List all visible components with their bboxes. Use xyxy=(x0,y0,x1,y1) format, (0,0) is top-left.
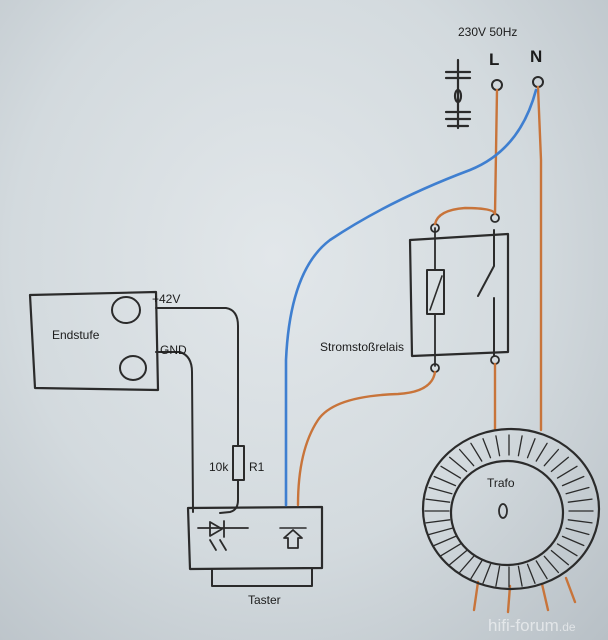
terminal-n-connector xyxy=(532,76,544,88)
amplifier-terminal-plus xyxy=(111,296,141,324)
transformer-winding-mark xyxy=(428,486,453,495)
transformer-winding-mark xyxy=(482,438,492,459)
amplifier-terminal-gnd xyxy=(119,355,147,381)
relay-label: Stromstoßrelais xyxy=(320,340,405,354)
transformer-winding-mark xyxy=(565,527,590,536)
transformer-winding-mark xyxy=(425,519,451,524)
transformer-winding-mark xyxy=(535,442,548,462)
watermark-suffix: .de xyxy=(558,620,576,634)
terminal-l-connector xyxy=(491,79,503,91)
watermark-text: hifi-forum xyxy=(488,616,559,635)
wire-gnd xyxy=(155,351,194,513)
supply-label: 230V 50Hz xyxy=(458,25,518,39)
blue-wire-n-to-switch xyxy=(284,88,538,507)
transformer-winding-mark xyxy=(495,565,501,587)
transformer-winding-mark xyxy=(440,465,462,479)
switch-label: Taster xyxy=(248,593,281,607)
transformer-winding-mark xyxy=(550,456,570,473)
terminal-l-label: L xyxy=(489,50,500,69)
transformer-winding-mark xyxy=(543,555,560,574)
transformer-winding-mark xyxy=(543,448,560,467)
transformer-winding-mark xyxy=(550,549,570,566)
switch-base xyxy=(211,568,313,587)
transformer-winding-mark xyxy=(567,498,593,503)
transformer-winding-mark xyxy=(556,465,578,479)
earth-symbol xyxy=(444,58,472,130)
transformer-winding-mark xyxy=(517,435,523,457)
amp-plus-label: +42V xyxy=(152,292,181,306)
brown-wire-relay-to-switch xyxy=(296,370,437,507)
transformer-winding-mark xyxy=(470,442,483,462)
switch-box xyxy=(186,505,324,571)
amplifier-box xyxy=(28,290,160,392)
amp-gnd-label: GND xyxy=(160,343,187,357)
transformer-winding-mark xyxy=(517,565,523,587)
transformer-winding-mark xyxy=(448,549,468,566)
transformer-winding-mark xyxy=(495,435,501,457)
amplifier-label: Endstufe xyxy=(52,328,100,342)
resistor-value-label: 10k xyxy=(209,460,229,474)
terminal-n-label: N xyxy=(530,47,543,66)
transformer-winding-mark xyxy=(458,555,475,574)
transformer-winding-mark xyxy=(561,475,585,487)
transformer-winding-mark xyxy=(556,543,578,557)
transformer-label: Trafo xyxy=(487,476,515,490)
transformer-winding-mark xyxy=(458,448,475,467)
transformer-winding-mark xyxy=(425,498,451,503)
brown-wire-relay-bridge xyxy=(433,206,497,226)
transformer-winding-mark xyxy=(567,519,593,524)
watermark: hifi-forum.de xyxy=(488,616,576,636)
transformer xyxy=(421,427,601,591)
switch-push-symbol xyxy=(283,529,303,549)
transformer-winding-mark xyxy=(565,486,590,495)
transformer-winding-mark xyxy=(526,563,536,584)
transformer-winding-mark xyxy=(561,535,585,547)
transformer-winding-mark xyxy=(535,560,548,580)
transformer-winding-mark xyxy=(448,456,468,473)
resistor-name-label: R1 xyxy=(249,460,265,474)
transformer-winding-mark xyxy=(440,543,462,557)
switch-led-symbol xyxy=(197,520,249,551)
transformer-winding-mark xyxy=(526,438,536,459)
transformer-winding-mark xyxy=(433,475,457,487)
transformer-winding-mark xyxy=(470,560,483,580)
transformer-winding-mark xyxy=(433,535,457,547)
transformer-mount-hole xyxy=(498,503,508,519)
transformer-winding-mark xyxy=(482,563,492,584)
resistor-r1 xyxy=(232,445,245,481)
brown-wire-l-to-relay xyxy=(493,88,499,216)
relay-box xyxy=(408,232,510,358)
brown-wire-n-to-trafo xyxy=(536,85,543,432)
wire-plus42v xyxy=(155,307,239,447)
transformer-winding-mark xyxy=(428,527,453,536)
relay-contact xyxy=(477,229,495,357)
